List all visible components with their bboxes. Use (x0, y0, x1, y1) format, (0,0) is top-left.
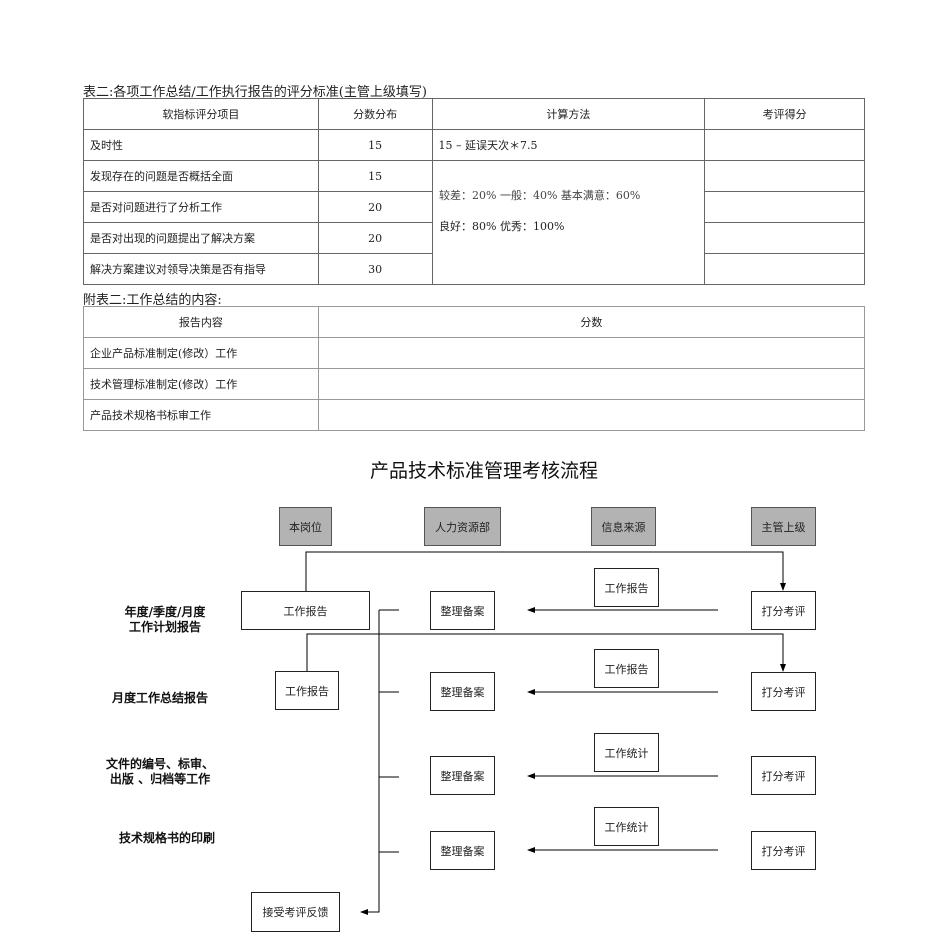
item-cell: 是否对出现的问题提出了解决方案 (83, 222, 319, 254)
header-cell: 报告内容 (83, 306, 319, 338)
flow-row-label: 技术规格书的印刷 (118, 831, 215, 845)
lane-header: 本岗位 (279, 507, 332, 546)
flow-box: 打分考评 (751, 831, 816, 870)
method-grades-1: 较差：20% 一般：40% 基本满意：60% (439, 189, 641, 202)
flow-box: 工作报告 (275, 671, 339, 710)
table-header-row: 报告内容分数 (83, 306, 866, 338)
lane-header: 人力资源部 (424, 507, 501, 546)
content-cell: 企业产品标准制定(修改）工作 (83, 337, 319, 369)
table-header-row: 软指标评分项目 分数分布 计算方法 考评得分 (83, 98, 865, 130)
score-cell: 20 (317, 191, 433, 223)
flow-box: 打分考评 (751, 591, 816, 630)
flow-row-label: 月度工作总结报告 (111, 691, 208, 705)
header-cell: 分数分布 (317, 98, 433, 130)
report-content-table: 报告内容分数 企业产品标准制定(修改）工作 技术管理标准制定(修改）工作 产品技… (83, 306, 866, 431)
lane-header: 信息来源 (591, 507, 656, 546)
method-cell: 15 – 延误天次＊7.5 (431, 129, 706, 161)
header-cell: 计算方法 (431, 98, 706, 130)
flow-box: 整理备案 (430, 831, 495, 870)
content-cell: 产品技术规格书标审工作 (83, 399, 319, 431)
method-cell (431, 160, 706, 285)
lane-header: 主管上级 (751, 507, 816, 546)
flow-box: 工作报告 (241, 591, 370, 630)
flow-box: 工作统计 (594, 807, 659, 846)
score-cell: 15 (317, 160, 433, 192)
table1-caption: 表二:各项工作总结/工作执行报告的评分标准(主管上级填写) (83, 85, 427, 100)
flow-box: 工作统计 (594, 733, 659, 772)
score-cell: 30 (317, 253, 433, 285)
flow-box: 工作报告 (594, 649, 659, 688)
flow-box: 整理备案 (430, 756, 495, 795)
flow-row-label: 年度/季度/月度 工作计划报告 (124, 605, 206, 634)
flow-box: 打分考评 (751, 672, 816, 711)
table2-caption: 附表二:工作总结的内容: (83, 293, 222, 308)
item-cell: 解决方案建议对领导决策是否有指导 (83, 253, 319, 285)
result-cell (704, 191, 865, 223)
flow-row-label: 文件的编号、标审、 出版 、归档等工作 (105, 757, 214, 786)
score-cell: 15 (317, 129, 433, 161)
feedback-box: 接受考评反馈 (251, 892, 340, 932)
flow-box: 整理备案 (430, 672, 495, 711)
result-cell (704, 222, 865, 254)
header-cell: 考评得分 (704, 98, 865, 130)
result-cell (704, 160, 865, 192)
flowchart: 产品技术标准管理考核流程 本岗位 人力资源部 信息来源 主管上级 年度/季度/月… (0, 260, 950, 940)
flow-box: 工作报告 (594, 568, 659, 607)
item-cell: 及时性 (83, 129, 319, 161)
result-cell (704, 129, 865, 161)
method-grades-2: 良好：80% 优秀：100% (439, 220, 565, 233)
item-cell: 发现存在的问题是否概括全面 (83, 160, 319, 192)
flow-box: 打分考评 (751, 756, 816, 795)
result-cell (704, 253, 865, 285)
score-cell: 20 (317, 222, 433, 254)
table-row: 产品技术规格书标审工作 (83, 399, 866, 431)
header-cell: 分数 (317, 306, 866, 338)
item-cell: 是否对问题进行了分析工作 (83, 191, 319, 223)
flow-title: 产品技术标准管理考核流程 (370, 460, 599, 482)
table-row: 企业产品标准制定(修改）工作 (83, 337, 866, 369)
header-cell: 软指标评分项目 (83, 98, 319, 130)
flow-box: 整理备案 (430, 591, 495, 630)
